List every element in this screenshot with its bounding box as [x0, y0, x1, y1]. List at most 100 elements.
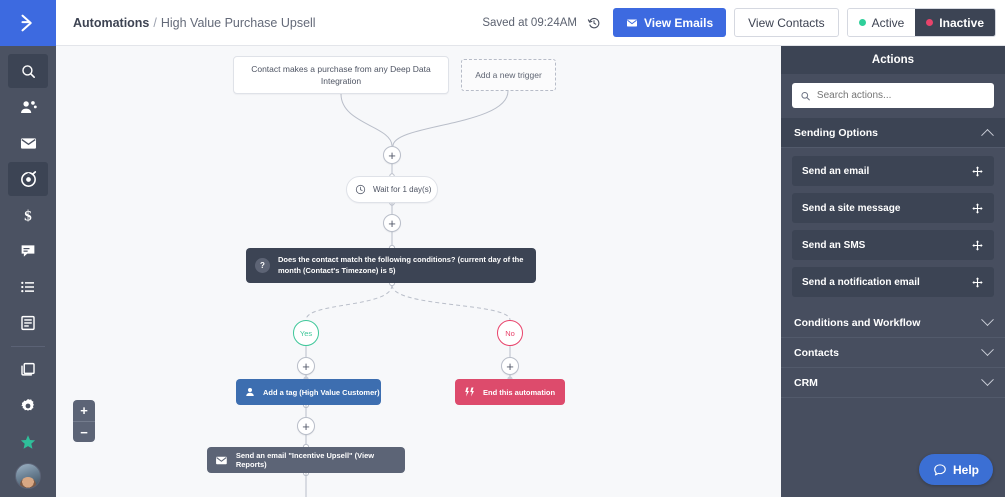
add-step-button[interactable]: + — [297, 357, 315, 375]
status-inactive-option[interactable]: Inactive — [915, 9, 995, 36]
search-icon — [801, 91, 810, 100]
person-icon — [246, 388, 254, 396]
chevron-up-icon — [981, 128, 994, 142]
view-contacts-button[interactable]: View Contacts — [734, 8, 839, 37]
inactive-status-dot — [926, 19, 934, 26]
top-bar: Automations/High Value Purchase Upsell S… — [56, 0, 1005, 46]
add-trigger-label: Add a new trigger — [475, 70, 542, 80]
drag-move-icon[interactable] — [971, 165, 984, 178]
condition-node[interactable]: ? Does the contact match the following c… — [246, 248, 536, 283]
breadcrumb-root[interactable]: Automations — [73, 15, 150, 30]
wait-node[interactable]: Wait for 1 day(s) — [346, 176, 438, 203]
sidebar-item-lists[interactable] — [8, 270, 48, 304]
avatar[interactable] — [15, 463, 41, 489]
zoom-controls: + − — [73, 400, 95, 442]
add-step-button[interactable]: + — [383, 214, 401, 232]
action-item-label: Send a site message — [802, 202, 901, 214]
envelope-icon — [216, 456, 227, 464]
group-header-conditions-and-workflow[interactable]: Conditions and Workflow — [781, 308, 1005, 338]
status-active-option[interactable]: Active — [847, 9, 916, 36]
status-inactive-label: Inactive — [939, 15, 984, 30]
sidebar-item-pages[interactable] — [8, 353, 48, 387]
sidebar-item-settings[interactable] — [8, 389, 48, 423]
history-clock-icon[interactable] — [587, 16, 601, 30]
trigger-node-label: Contact makes a purchase from any Deep D… — [251, 63, 431, 86]
end-flag-icon — [465, 387, 474, 397]
sidebar-item-forms[interactable] — [8, 306, 48, 340]
active-status-dot — [858, 19, 866, 26]
view-emails-label: View Emails — [643, 15, 714, 30]
end-automation-node[interactable]: End this automation — [455, 379, 565, 405]
breadcrumb: Automations/High Value Purchase Upsell — [73, 16, 316, 30]
chat-icon — [21, 245, 35, 257]
contacts-icon — [20, 100, 37, 113]
rail-item-list: $ — [0, 46, 56, 463]
chevron-down-icon — [981, 373, 994, 387]
sidebar-item-deals[interactable]: $ — [8, 198, 48, 232]
pages-icon — [21, 362, 35, 376]
action-item-send-an-sms[interactable]: Send an SMS — [792, 230, 994, 260]
branch-yes-chip[interactable]: Yes — [293, 320, 319, 346]
drag-move-icon[interactable] — [971, 276, 984, 289]
send-email-node-label: Send an email "Incentive Upsell" (View R… — [235, 451, 375, 469]
search-actions-box[interactable] — [792, 83, 994, 108]
add-tag-node-label: Add a tag (High Value Customer) — [263, 387, 380, 397]
drag-move-icon[interactable] — [971, 239, 984, 252]
action-item-send-a-notification-email[interactable]: Send a notification email — [792, 267, 994, 297]
search-icon — [21, 64, 35, 78]
group-header-contacts-label: Contacts — [794, 346, 839, 359]
actions-panel-title: Actions — [781, 46, 1005, 74]
action-item-send-an-email[interactable]: Send an email — [792, 156, 994, 186]
top-bar-actions: Saved at 09:24AM View Emails View Contac… — [482, 8, 1005, 37]
app-logo[interactable] — [0, 0, 56, 46]
sidebar-item-conversations[interactable] — [8, 234, 48, 268]
action-item-list: Send an email Send a site message Send a… — [781, 148, 1005, 297]
action-item-label: Send an SMS — [802, 239, 866, 251]
list-icon — [21, 281, 34, 293]
forms-icon — [21, 315, 35, 331]
group-header-contacts[interactable]: Contacts — [781, 338, 1005, 368]
breadcrumb-separator: / — [153, 15, 157, 30]
chevron-down-icon — [981, 313, 994, 327]
add-step-button[interactable]: + — [501, 357, 519, 375]
trigger-node[interactable]: Contact makes a purchase from any Deep D… — [233, 56, 449, 94]
chat-bubble-icon — [934, 463, 946, 475]
automation-canvas[interactable]: Contact makes a purchase from any Deep D… — [56, 46, 781, 497]
group-header-sending-options-label: Sending Options — [794, 126, 878, 139]
group-header-crm[interactable]: CRM — [781, 368, 1005, 398]
view-emails-button[interactable]: View Emails — [612, 8, 727, 37]
branch-no-chip[interactable]: No — [497, 320, 523, 346]
branch-no-label: No — [505, 328, 515, 338]
add-tag-node[interactable]: Add a tag (High Value Customer) — [236, 379, 381, 405]
search-input[interactable] — [816, 90, 986, 101]
send-email-node[interactable]: Send an email "Incentive Upsell" (View R… — [207, 447, 405, 473]
add-step-button[interactable]: + — [297, 417, 315, 435]
status-toggle: Active Inactive — [846, 8, 996, 37]
zoom-out-button[interactable]: − — [73, 421, 95, 442]
envelope-icon — [626, 19, 637, 26]
wait-node-label: Wait for 1 day(s) — [373, 185, 432, 194]
add-trigger-button[interactable]: Add a new trigger — [461, 59, 556, 91]
chevron-down-icon — [981, 343, 994, 357]
sidebar-item-automations[interactable] — [8, 162, 48, 196]
group-header-sending-options[interactable]: Sending Options — [781, 118, 1005, 148]
action-item-label: Send a notification email — [802, 276, 920, 288]
group-header-crm-label: CRM — [794, 376, 818, 389]
condition-node-label: Does the contact match the following con… — [278, 254, 524, 275]
action-item-send-a-site-message[interactable]: Send a site message — [792, 193, 994, 223]
help-button[interactable]: Help — [918, 454, 993, 485]
svg-text:$: $ — [24, 208, 32, 224]
star-icon — [20, 435, 36, 449]
sidebar-item-search[interactable] — [8, 54, 48, 88]
zoom-in-button[interactable]: + — [80, 403, 88, 418]
sidebar-item-favorites[interactable] — [8, 425, 48, 459]
sidebar-item-contacts[interactable] — [8, 90, 48, 124]
left-nav-rail: $ — [0, 0, 56, 497]
clock-icon — [355, 184, 366, 195]
sidebar-item-campaigns[interactable] — [8, 126, 48, 160]
action-item-label: Send an email — [802, 165, 870, 177]
search-actions-wrapper — [781, 74, 1005, 118]
question-mark-icon: ? — [255, 258, 270, 273]
drag-move-icon[interactable] — [971, 202, 984, 215]
add-step-button[interactable]: + — [383, 146, 401, 164]
